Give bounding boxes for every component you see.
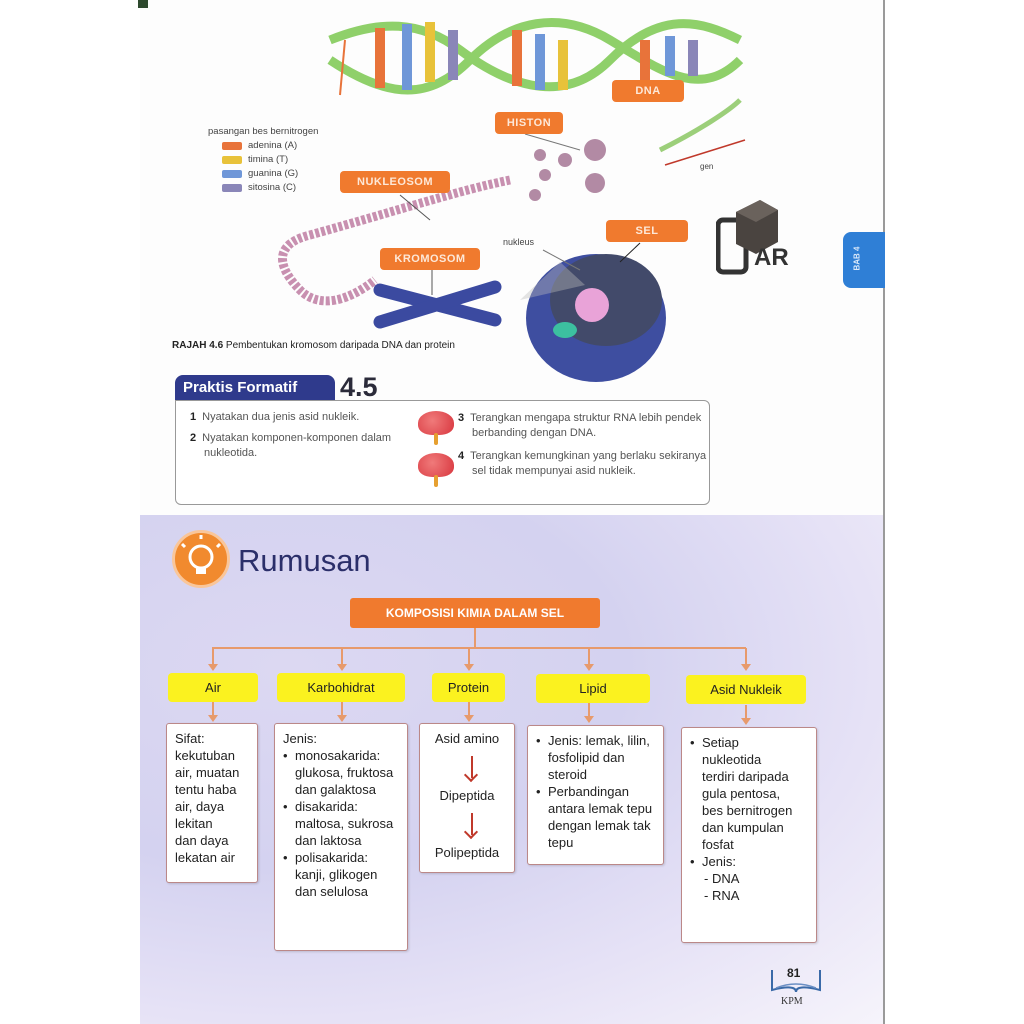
legend-title: pasangan bes bernitrogen	[208, 126, 319, 137]
legend-item: timina (T)	[222, 154, 318, 165]
bullet-item: Jenis:	[690, 853, 794, 870]
legend-label: adenina (A)	[248, 140, 298, 151]
question-text: Nyatakan dua jenis asid nukleik.	[202, 411, 360, 423]
question-1: 1 Nyatakan dua jenis asid nukleik.	[190, 410, 410, 425]
legend-item: guanina (G)	[222, 168, 318, 179]
cytosine-swatch	[222, 183, 242, 192]
down-arrow-icon	[471, 813, 473, 835]
lightbulb-icon	[172, 530, 230, 588]
branch-asid-nukleik: Asid Nukleik	[686, 675, 806, 704]
karbohidrat-details: Jenis: monosakarida: glukosa, fruktosa d…	[274, 723, 408, 951]
chapter-tab-label: BAB 4	[852, 246, 862, 271]
question-4: 4 Terangkan kemungkinan yang berlaku seki…	[458, 449, 708, 479]
root-concept: KOMPOSISI KIMIA DALAM SEL	[350, 598, 600, 628]
label-dna: DNA	[612, 80, 684, 102]
brain-icon	[418, 453, 454, 487]
caption-label: RAJAH 4.6	[172, 340, 224, 351]
bullet-item: Perbandingan antara lemak tepu dengan le…	[536, 783, 655, 851]
lipid-details: Jenis: lemak, lilin, fosfolipid dan ster…	[527, 725, 664, 865]
chromosome	[373, 280, 502, 329]
step: Asid amino	[434, 731, 500, 746]
asid-nukleik-details: Setiap nukleotida terdiri daripada gula …	[681, 727, 817, 943]
bullet-item: disakarida: maltosa, sukrosa dan laktosa	[283, 798, 399, 849]
text-line: dan daya	[175, 833, 229, 848]
text-line: air, muatan	[175, 765, 240, 780]
text-line: kekutuban	[175, 748, 235, 763]
ar-label: AR	[754, 244, 789, 271]
down-arrow-icon	[471, 756, 473, 778]
label-kromosom: KROMOSOM	[380, 248, 480, 270]
bullet-item: Setiap nukleotida terdiri daripada gula …	[690, 734, 794, 853]
question-number: 3	[458, 412, 465, 424]
page-corner	[138, 0, 148, 8]
question-text: Terangkan kemungkinan yang berlaku sekir…	[470, 450, 707, 477]
air-details: Sifat: kekutuban air, muatan tentu haba …	[166, 723, 258, 883]
bullet-item: Jenis: lemak, lilin, fosfolipid dan ster…	[536, 732, 655, 783]
question-2: 2 Nyatakan komponen-komponen dalam nukleo…	[190, 431, 405, 461]
sub-item: - RNA	[704, 888, 740, 903]
summary-title: Rumusan	[238, 543, 371, 578]
formative-title: Praktis Formatif	[175, 375, 335, 401]
adenine-swatch	[222, 141, 242, 150]
text-line: tentu haba	[175, 782, 237, 797]
cell	[520, 254, 666, 382]
question-3: 3 Terangkan mengapa struktur RNA lebih pe…	[458, 411, 708, 441]
legend-item: sitosina (C)	[222, 182, 318, 193]
label-nukleosom: NUKLEOSOM	[340, 171, 450, 193]
legend-item: adenina (A)	[222, 140, 318, 151]
nucleosomes	[529, 139, 606, 201]
label-sel: SEL	[606, 220, 688, 242]
chromatin-fiber	[278, 175, 511, 306]
text-line: Sifat:	[175, 731, 205, 746]
phone-cube-icon	[715, 200, 778, 275]
page-number: 81	[787, 966, 801, 980]
caption-text: Pembentukan kromosom daripada DNA dan pr…	[225, 340, 455, 351]
bullet-item: monosakarida: glukosa, fruktosa dan gala…	[283, 747, 399, 798]
open-book-icon	[771, 970, 821, 993]
label-nukleus: nukleus	[503, 237, 535, 247]
thymine-swatch	[222, 155, 242, 164]
branch-protein: Protein	[432, 673, 505, 702]
legend-label: sitosina (C)	[248, 182, 297, 193]
protein-details: Asid amino Dipeptida Polipeptida	[419, 723, 515, 873]
formative-number: 4.5	[340, 372, 378, 402]
question-number: 2	[190, 432, 197, 444]
base-pair-legend: pasangan bes bernitrogen adenina (A) tim…	[208, 126, 318, 193]
chapter-tab[interactable]: BAB 4	[843, 232, 885, 288]
label-gen: gen	[700, 162, 714, 171]
step: Dipeptida	[439, 788, 495, 803]
question-text: Terangkan mengapa struktur RNA lebih pen…	[470, 412, 702, 439]
connector	[212, 647, 746, 649]
text-line: lekitan	[175, 816, 213, 831]
formative-questions-box: 1 Nyatakan dua jenis asid nukleik. 2 Nyata…	[175, 400, 710, 505]
bullet-item: polisakarida: kanji, glikogen dan selulo…	[283, 849, 399, 900]
question-number: 1	[190, 411, 197, 423]
connector	[474, 628, 476, 648]
question-text: Nyatakan komponen-komponen dalam nukleot…	[202, 432, 392, 459]
label-histon: HISTON	[495, 112, 563, 134]
ar-icon[interactable]: AR	[715, 198, 796, 278]
branch-lipid: Lipid	[536, 674, 650, 703]
brain-icon	[418, 411, 454, 445]
figure-caption: RAJAH 4.6 Pembentukan kromosom daripada …	[172, 340, 455, 351]
branch-karbohidrat: Karbohidrat	[277, 673, 405, 702]
step: Polipeptida	[434, 845, 500, 860]
text-heading: Jenis:	[283, 731, 317, 746]
text-line: lekatan air	[175, 850, 235, 865]
legend-label: timina (T)	[248, 154, 289, 165]
bulb-glyph	[180, 535, 222, 574]
legend-label: guanina (G)	[248, 168, 299, 179]
question-number: 4	[458, 450, 465, 462]
dna-helix	[327, 18, 746, 166]
publisher-label: KPM	[781, 996, 803, 1007]
sub-item-text: RNA	[711, 888, 740, 903]
dna-to-chromosome-illustration	[278, 18, 746, 382]
guanine-swatch	[222, 169, 242, 178]
text-line: air, daya	[175, 799, 225, 814]
page-number-badge: 81	[768, 962, 824, 996]
branch-air: Air	[168, 673, 258, 702]
sub-item: - DNA	[704, 871, 740, 886]
sub-item-text: DNA	[711, 871, 740, 886]
